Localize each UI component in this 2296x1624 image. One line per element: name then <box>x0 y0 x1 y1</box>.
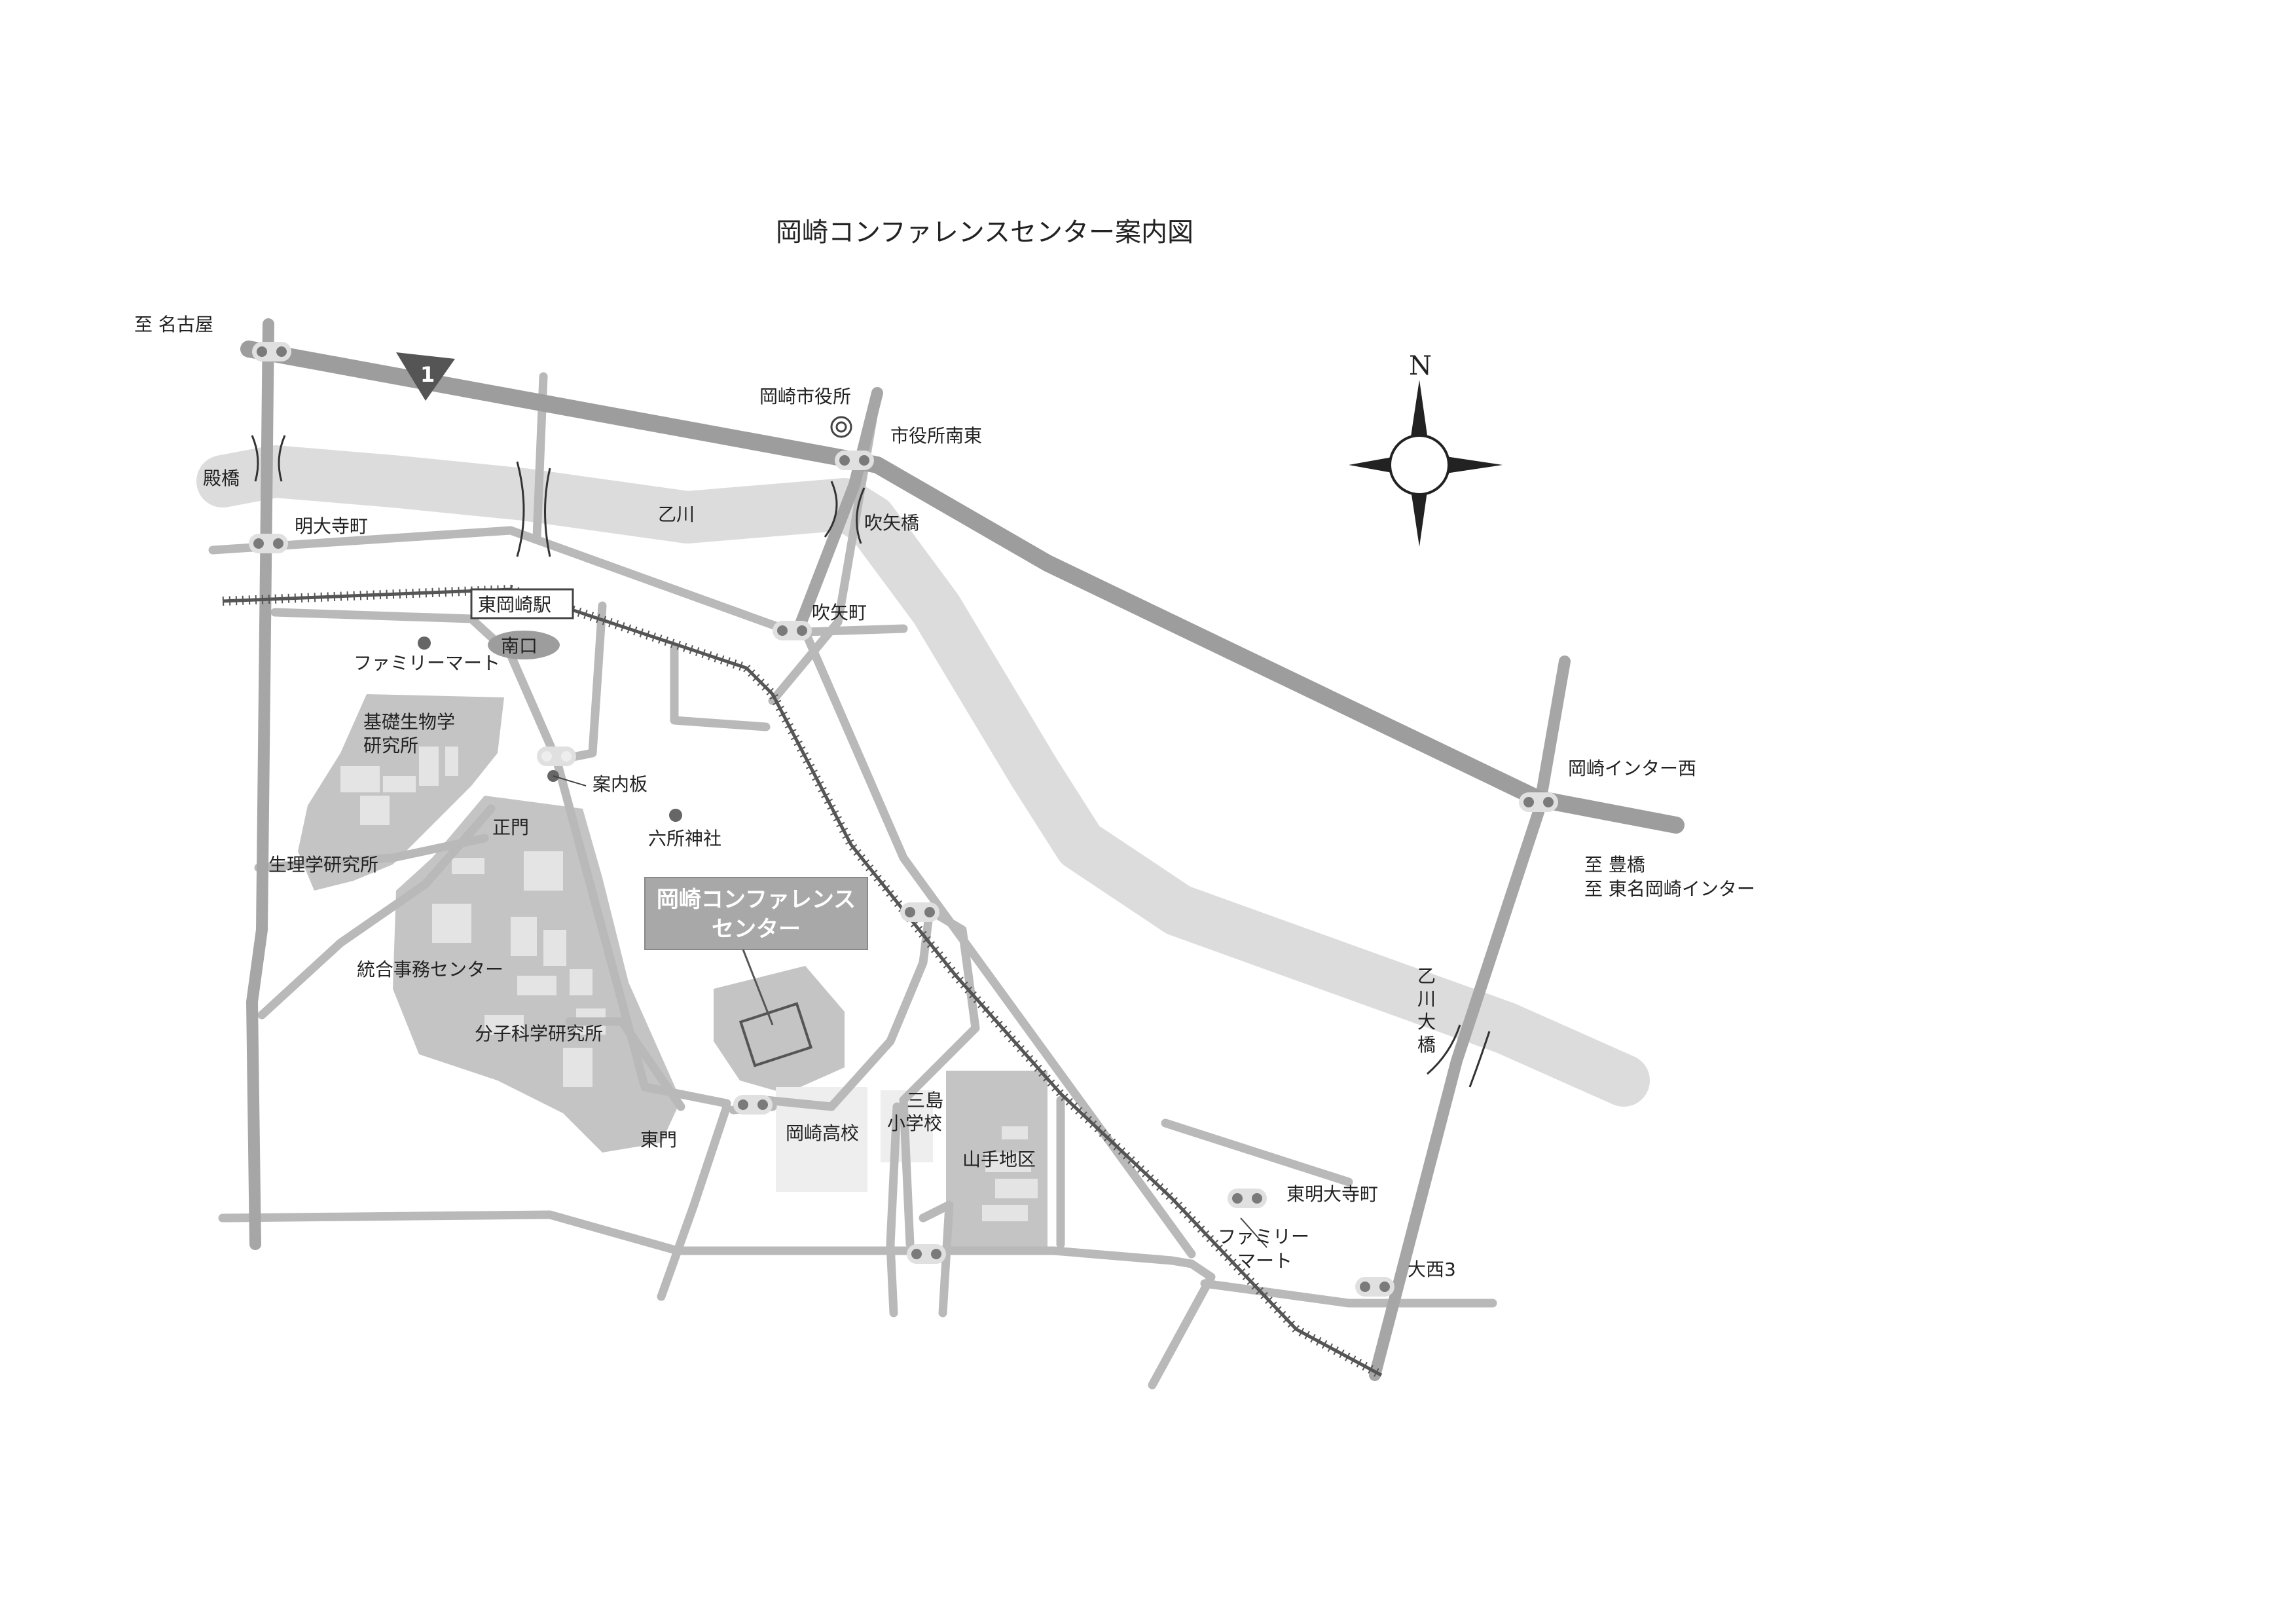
label-east-gate: 東門 <box>640 1129 677 1151</box>
label-nibb-line1: 基礎生物学 <box>363 711 455 733</box>
higashi-okazaki-station-box <box>470 588 574 619</box>
label-fukiyabashi: 吹矢橋 <box>864 512 919 534</box>
label-city-hall: 岡崎市役所 <box>759 386 851 407</box>
major-roads <box>246 318 1571 1381</box>
label-city-hall-se: 市役所南東 <box>890 425 982 447</box>
bridge-marks <box>251 435 1491 1088</box>
route-1-label: 1 <box>420 362 435 387</box>
guide-board-leader <box>553 775 587 786</box>
label-tonobashi: 殿橋 <box>203 468 240 489</box>
label-mishima-es-line2: 小学校 <box>887 1113 942 1134</box>
route-1-highway <box>240 341 1685 834</box>
label-familymart1: ファミリーマート <box>354 652 500 674</box>
signal-myodaijicho <box>249 534 288 553</box>
label-okazaki-hs: 岡崎高校 <box>786 1122 859 1144</box>
label-yamate: 山手地区 <box>962 1149 1036 1170</box>
label-otogawa: 乙川 <box>658 504 695 525</box>
label-familymart2-line2: マート <box>1237 1250 1292 1272</box>
conf-center-label-line1: 岡崎コンファレンス <box>657 887 856 913</box>
label-myodaijicho: 明大寺町 <box>295 515 368 537</box>
familymart2-leader <box>1240 1217 1267 1248</box>
label-otogawa-ohashi-1: 乙 <box>1417 965 1436 987</box>
north-arrow-icon: N <box>1349 351 1503 547</box>
signal-higashi-myodaijicho <box>1228 1189 1267 1208</box>
label-to-tomei-ic: 至 東名岡崎インター <box>1584 878 1755 900</box>
rokusho-shrine-dot <box>669 809 682 822</box>
traffic-signals <box>249 342 1558 1297</box>
label-rokusho-shrine: 六所神社 <box>648 828 721 849</box>
label-fukiyacho: 吹矢町 <box>812 602 867 623</box>
north-label: N <box>1409 351 1432 381</box>
label-to-nagoya: 至 名古屋 <box>134 314 213 335</box>
label-nips: 生理学研究所 <box>268 854 378 876</box>
map-labels: 至 名古屋 殿橋 明大寺町 岡崎市役所 市役所南東 乙川 吹矢橋 吹矢町 東岡崎… <box>134 314 1755 1280</box>
main-campus <box>393 796 681 1153</box>
conf-center-label-line2: センター <box>712 916 801 942</box>
label-okazaki-ic-west: 岡崎インター西 <box>1568 758 1696 779</box>
label-higashi-myodaijicho: 東明大寺町 <box>1286 1183 1378 1205</box>
conf-center-label-box <box>644 877 868 950</box>
building-blocks <box>340 747 1038 1221</box>
label-otogawa-ohashi-2: 川 <box>1417 988 1436 1010</box>
route-1-shield: 1 <box>396 352 455 401</box>
signal-okazaki-hs <box>733 1095 773 1115</box>
familymart1-dot <box>418 637 431 650</box>
label-nibb-line2: 研究所 <box>363 735 418 756</box>
conf-center-leader <box>742 949 774 1025</box>
signal-conf <box>900 902 939 922</box>
label-to-toyohashi: 至 豊橋 <box>1584 854 1645 876</box>
signal-yamate <box>907 1244 946 1264</box>
label-higashi-okazaki-station: 東岡崎駅 <box>478 594 551 616</box>
label-guide-board: 案内板 <box>592 773 647 795</box>
label-otogawa-ohashi-4: 橋 <box>1417 1034 1436 1056</box>
signal-nagoya <box>252 342 291 361</box>
label-mishima-es-line1: 三島 <box>907 1090 943 1111</box>
signal-guide-board <box>537 747 576 766</box>
city-hall-icon <box>830 416 852 438</box>
label-ims: 分子科学研究所 <box>475 1023 603 1044</box>
signal-okazaki-ic-west <box>1519 792 1558 812</box>
conf-center-site <box>714 966 845 1094</box>
map-title: 岡崎コンファレンスセンター案内図 <box>776 217 1194 248</box>
label-otogawa-ohashi-3: 大 <box>1417 1011 1436 1033</box>
label-familymart2-line1: ファミリー <box>1218 1226 1309 1247</box>
label-admin-center: 統合事務センター <box>357 959 503 980</box>
label-main-gate: 正門 <box>492 817 529 838</box>
label-south-exit: 南口 <box>501 635 538 657</box>
signal-onishi3 <box>1355 1277 1394 1297</box>
signal-fukiyacho <box>773 621 812 640</box>
label-onishi3: 大西3 <box>1408 1259 1456 1280</box>
signal-city-hall-se <box>835 451 874 470</box>
otogawa-river <box>196 445 1650 1107</box>
south-exit-pad <box>488 631 560 659</box>
